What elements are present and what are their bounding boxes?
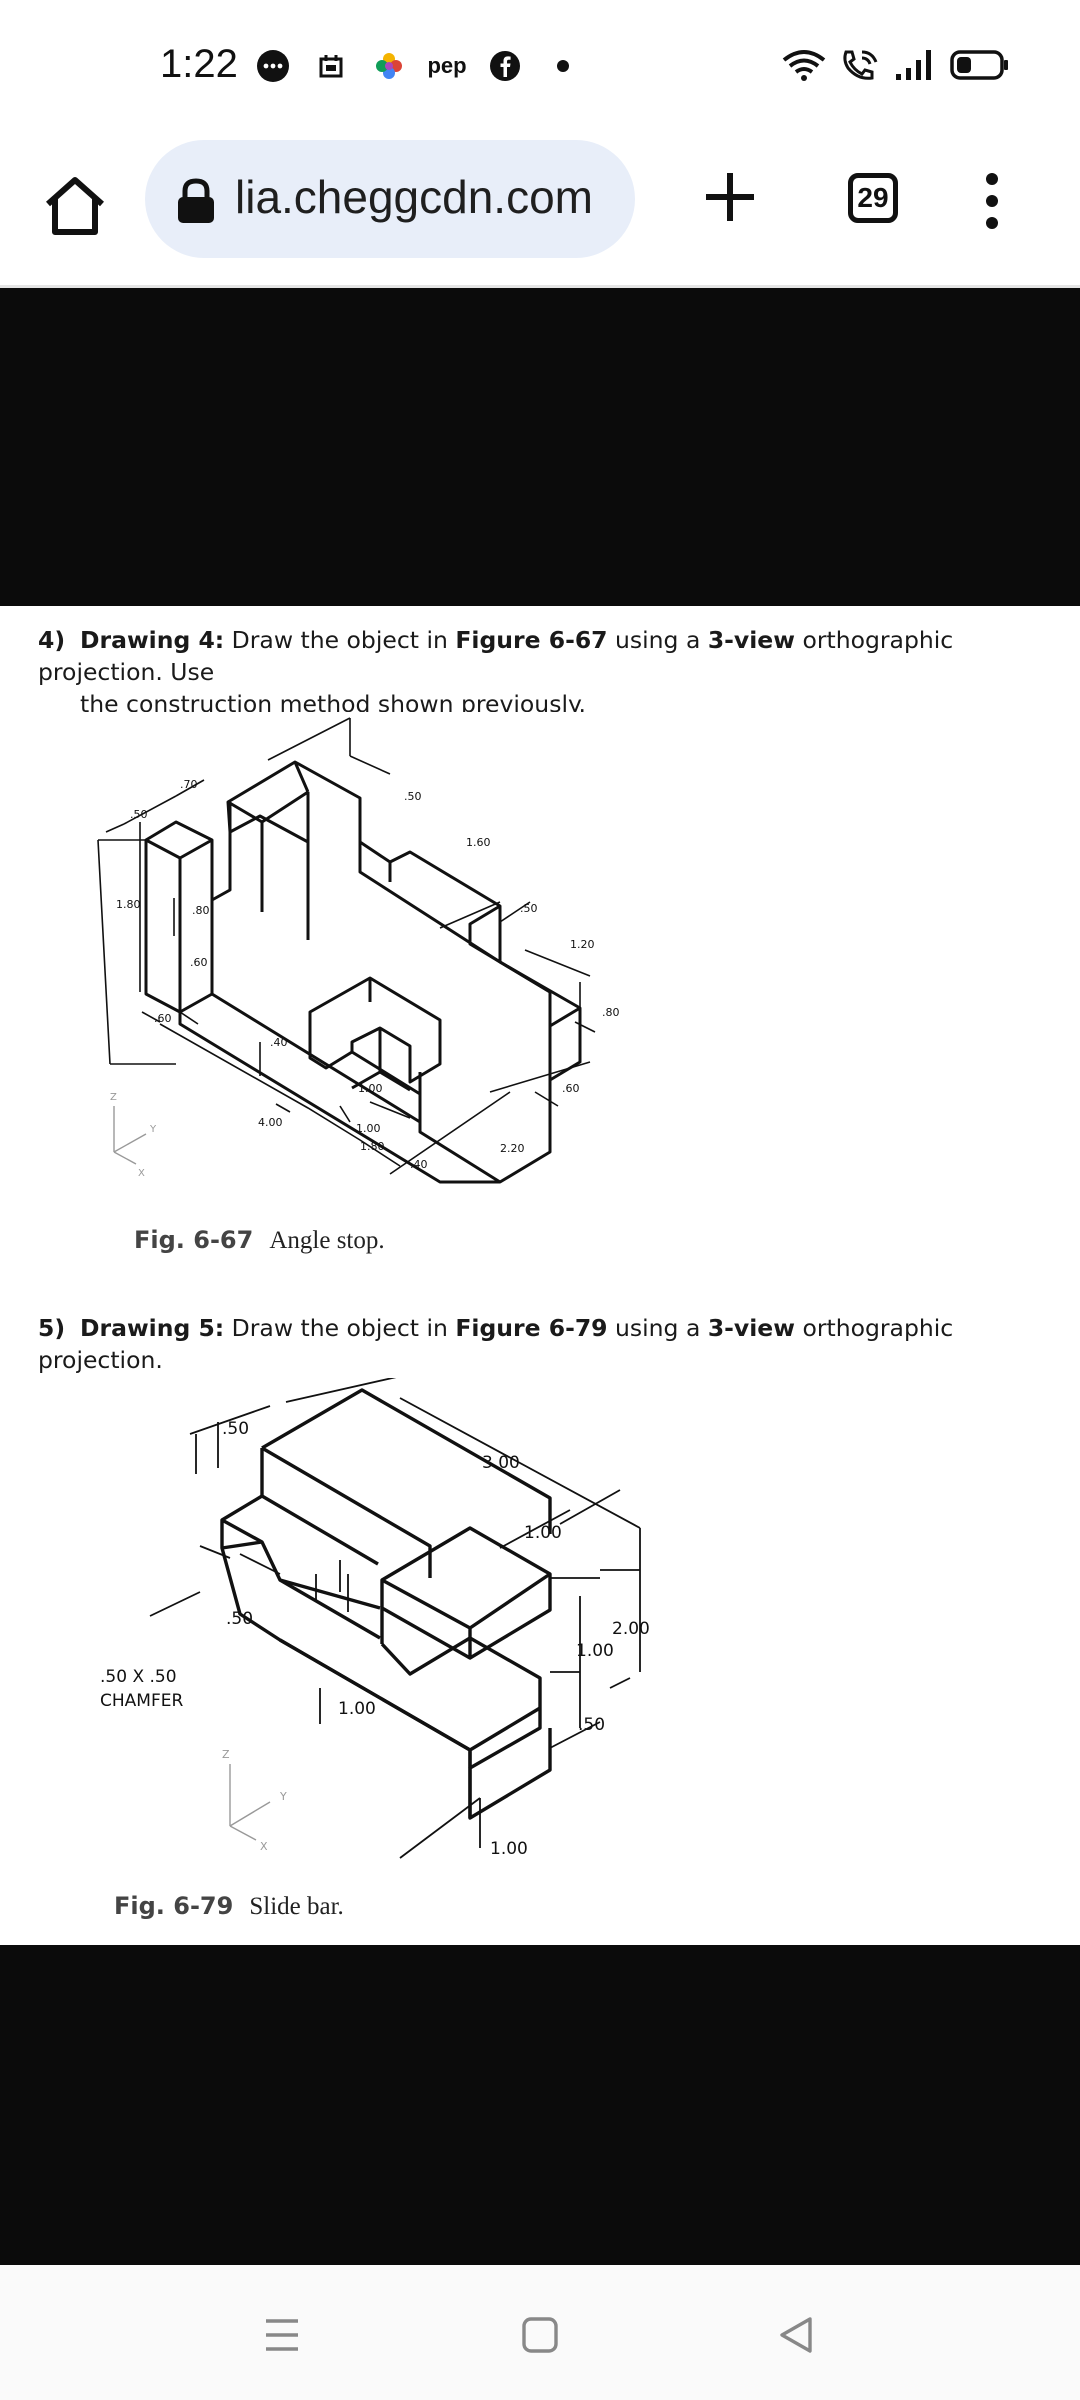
- url-text: lia.cheggcdn.com: [235, 171, 593, 223]
- dim-label: 3.00: [482, 1453, 520, 1473]
- status-time: 1:22: [160, 42, 238, 86]
- dot-icon: [545, 48, 581, 84]
- dim-label: 1.00: [338, 1699, 376, 1719]
- home-square-icon[interactable]: [520, 2315, 560, 2360]
- battery-icon: [950, 48, 1010, 87]
- slide-bar-drawing: .50 3.00 1.00 .50 2.00 1.00 .50 1.00 1.0…: [100, 1378, 650, 1859]
- notification-icons: pep: [255, 48, 581, 84]
- status-bar: 1:22 pep: [0, 0, 1080, 135]
- question-4: 4)Drawing 4: Draw the object in Figure 6…: [38, 626, 954, 718]
- dim-label: .50: [404, 790, 422, 803]
- dim-label: .50: [578, 1715, 605, 1735]
- facebook-icon: [487, 48, 523, 84]
- dim-label: .80: [602, 1006, 620, 1019]
- dim-label: 4.00: [258, 1116, 283, 1129]
- figure-number: Fig. 6-67: [134, 1226, 254, 1254]
- chamfer-label: CHAMFER: [100, 1691, 183, 1711]
- axis-label-y: Y: [279, 1790, 287, 1803]
- dim-label: 2.00: [612, 1619, 650, 1639]
- figure-title: Angle stop.: [269, 1227, 385, 1254]
- dim-label: 1.20: [570, 938, 595, 951]
- angle-stop-drawing: .70 .50 .50 1.60 .50 1.20 1.80 .80 .60 .…: [97, 717, 620, 1184]
- dim-label: .40: [270, 1036, 288, 1049]
- dim-label: .80: [192, 904, 210, 917]
- figure-caption: Fig. 6-67 Angle stop.: [134, 1226, 385, 1255]
- question-5: 5)Drawing 5: Draw the object in Figure 6…: [38, 1314, 954, 1374]
- axis-label-z: Z: [110, 1092, 117, 1103]
- pep-icon: pep: [427, 53, 467, 78]
- wifi-icon: [782, 48, 826, 87]
- calendar-icon: [313, 48, 349, 84]
- question-label: Drawing 4:: [80, 626, 225, 654]
- question-number: 4): [38, 626, 66, 654]
- figure-ref: Figure 6-67: [455, 626, 608, 654]
- view-ref: 3-view: [707, 626, 795, 654]
- dim-label: 1.00: [358, 1082, 383, 1095]
- figure-title: Slide bar.: [249, 1893, 344, 1920]
- dim-label: 1.00: [524, 1523, 562, 1543]
- dim-label: .50: [226, 1609, 253, 1629]
- wifi-call-icon: [840, 48, 880, 87]
- question-label: Drawing 5:: [80, 1314, 225, 1342]
- new-tab-icon[interactable]: [700, 167, 760, 227]
- system-icons: [782, 48, 1010, 87]
- figure-ref: Figure 6-79: [455, 1314, 608, 1342]
- chamfer-label: .50 X .50: [100, 1667, 177, 1687]
- dim-label: .50: [130, 808, 148, 821]
- dim-label: .60: [154, 1012, 172, 1025]
- dim-label: 1.00: [490, 1839, 528, 1859]
- figure-number: Fig. 6-79: [114, 1892, 234, 1920]
- axis-label-z: Z: [222, 1748, 230, 1761]
- pinwheel-icon: [371, 48, 407, 84]
- tab-switcher-button[interactable]: 29: [848, 173, 898, 223]
- view-ref: 3-view: [707, 1314, 795, 1342]
- dim-label: 1.60: [466, 836, 491, 849]
- lock-icon[interactable]: [175, 178, 217, 224]
- home-icon[interactable]: [40, 170, 110, 240]
- system-nav-bar: [0, 2265, 1080, 2400]
- axis-label-x: X: [260, 1840, 268, 1853]
- figure-6-79: .50 3.00 1.00 .50 2.00 1.00 .50 1.00 1.0…: [80, 1378, 680, 1938]
- more-menu-icon[interactable]: [980, 171, 1004, 231]
- dim-label: 1.80: [360, 1140, 385, 1153]
- signal-icon: [894, 48, 936, 87]
- image-letterbox-bottom: [0, 1945, 1080, 2265]
- image-letterbox-top: [0, 288, 1080, 606]
- browser-toolbar: lia.cheggcdn.com 29: [0, 135, 1080, 288]
- back-triangle-icon[interactable]: [776, 2315, 816, 2360]
- question-number: 5): [38, 1314, 66, 1342]
- figure-caption: Fig. 6-79 Slide bar.: [114, 1892, 344, 1921]
- dim-label: .50: [222, 1419, 249, 1439]
- dim-label: 1.80: [116, 898, 141, 911]
- dim-label: .70: [180, 778, 198, 791]
- figure-6-67: .70 .50 .50 1.60 .50 1.20 1.80 .80 .60 .…: [80, 712, 650, 1272]
- dim-label: .60: [190, 956, 208, 969]
- axis-label-y: Y: [149, 1124, 157, 1135]
- chat-bubble-icon: [255, 48, 291, 84]
- dim-label: .40: [410, 1158, 428, 1171]
- dim-label: 1.00: [576, 1641, 614, 1661]
- url-bar[interactable]: lia.cheggcdn.com: [145, 140, 635, 258]
- dim-label: 2.20: [500, 1142, 525, 1155]
- dim-label: 1.00: [356, 1122, 381, 1135]
- dim-label: .60: [562, 1082, 580, 1095]
- axis-label-x: X: [138, 1168, 145, 1179]
- dim-label: .50: [520, 902, 538, 915]
- recents-icon[interactable]: [262, 2315, 302, 2360]
